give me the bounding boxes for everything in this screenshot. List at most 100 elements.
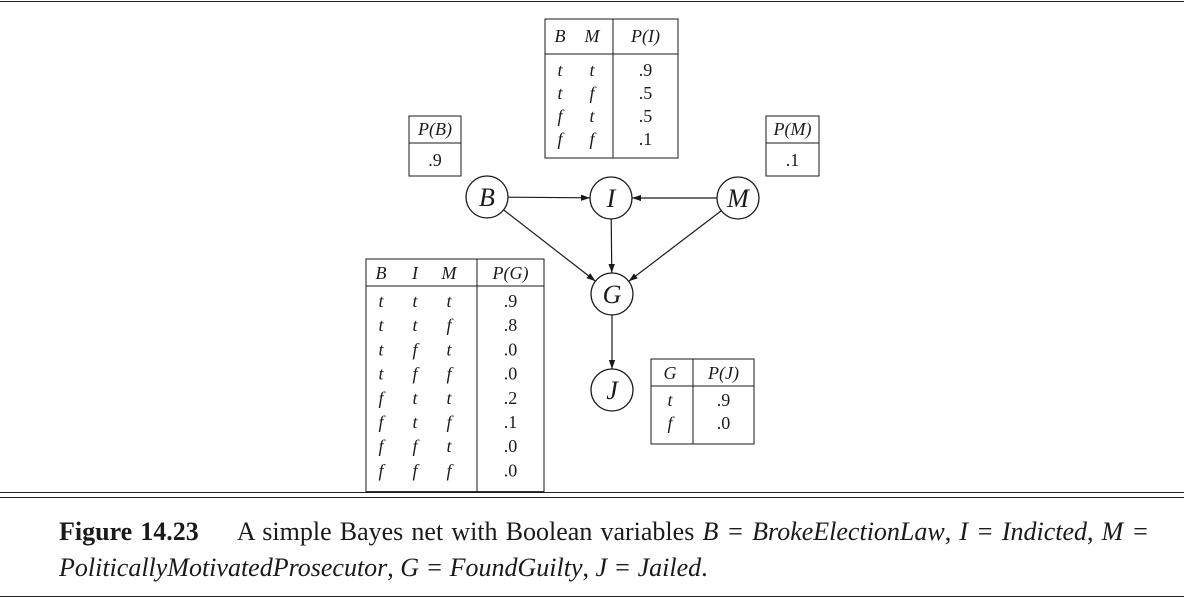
node-i: I <box>589 176 633 220</box>
node-label: G <box>603 280 622 309</box>
cpt-cell-prob: .5 <box>639 83 653 103</box>
node-circle <box>589 176 633 220</box>
cpt-cell-value: t <box>412 412 418 432</box>
cpt-cell-value: t <box>667 390 673 410</box>
bottom-rule <box>0 596 1184 597</box>
cpt-cell-prob: .0 <box>504 339 518 359</box>
edge-b-g <box>503 209 596 282</box>
top-rule <box>0 1 1184 2</box>
cpt-cell-value: f <box>378 460 386 480</box>
cpt-cell-value: t <box>412 388 418 408</box>
cpt-border <box>650 358 755 445</box>
cpt-var-header: I <box>411 263 419 283</box>
cpt-cell-prob: .5 <box>639 106 653 126</box>
cpt-cell-value: f <box>378 388 386 408</box>
cpt-var-header: B <box>376 263 387 283</box>
cpt-cell-value: t <box>589 106 595 126</box>
cpt-cell-value: t <box>557 60 563 80</box>
cpt-cell-value: f <box>412 460 420 480</box>
cpt-cell-value: t <box>378 364 384 384</box>
caption-def-b: B = BrokeElectionLaw <box>702 517 945 546</box>
cpt-cell-prob: .0 <box>504 460 518 480</box>
cpt-cell-value: t <box>446 436 452 456</box>
cpt-cell-prob: .1 <box>639 129 653 149</box>
caption-def-i: I = Indicted <box>959 517 1088 546</box>
node-circle <box>590 368 634 412</box>
cpt-cell-value: f <box>446 412 454 432</box>
caption-sep: , <box>944 517 960 546</box>
node-label: J <box>606 376 619 405</box>
edge-i-g <box>608 218 615 274</box>
cpt-cell-prob: .0 <box>504 364 518 384</box>
caption-def-g: G = FoundGuilty <box>400 553 583 582</box>
cpt-prob-header: P(B) <box>417 119 452 140</box>
node-label: I <box>606 184 617 213</box>
caption-sep: , <box>582 553 596 582</box>
edge-m-g <box>628 210 722 282</box>
cpt-prob-header: P(I) <box>630 26 660 47</box>
cpt-border <box>408 115 462 177</box>
cpt-cell-value: t <box>446 339 452 359</box>
nodes: B I M G J <box>465 175 760 412</box>
cpt-table-m: P(M) .1 <box>765 115 820 177</box>
cpt-cell-value: t <box>589 60 595 80</box>
cpt-cell-value: f <box>446 460 454 480</box>
cpt-prob-header: P(M) <box>773 119 812 140</box>
cpt-cell-value: t <box>378 339 384 359</box>
node-circle <box>590 272 634 316</box>
cpt-var-header: B <box>555 26 566 46</box>
cpt-cell-prob: .2 <box>504 388 518 408</box>
node-circle <box>716 176 760 220</box>
cpt-cell-value: f <box>446 315 454 335</box>
cpt-border <box>765 115 820 177</box>
cpt-cell-value: t <box>412 315 418 335</box>
edge-b-i <box>507 194 591 201</box>
cpt-cell-value: f <box>378 412 386 432</box>
cpt-cell-value: t <box>412 291 418 311</box>
node-circle <box>465 175 509 219</box>
figure-label: Figure 14.23 <box>59 517 199 546</box>
caption-rule-lower <box>0 497 1184 498</box>
node-j: J <box>590 368 634 412</box>
cpt-var-header: M <box>584 26 601 46</box>
cpt-cell-prob: .0 <box>504 436 518 456</box>
cpt-prob-header: P(J) <box>707 363 739 384</box>
cpt-cell-value: f <box>589 83 597 103</box>
cpt-cell-prob: .9 <box>717 390 731 410</box>
node-m: M <box>716 176 760 220</box>
node-label: M <box>726 184 750 213</box>
cpt-cell-value: f <box>412 339 420 359</box>
figure-caption: Figure 14.23 A simple Bayes net with Bool… <box>59 514 1149 586</box>
cpt-cell-value: f <box>589 129 597 149</box>
cpt-cell-value: f <box>446 364 454 384</box>
caption-text: A simple Bayes net with Boolean variable… <box>236 517 703 546</box>
cpt-table-b: P(B) .9 <box>408 115 462 177</box>
cpt-cell-value: t <box>446 291 452 311</box>
cpt-border <box>365 258 545 493</box>
caption-def-m: M = PoliticallyMotivatedProsecutor <box>59 517 1150 582</box>
cpt-var-header: G <box>664 363 677 383</box>
node-g: G <box>590 272 634 316</box>
edges <box>503 194 722 369</box>
cpt-cell-value: t <box>446 388 452 408</box>
cpt-cell-value: f <box>412 364 420 384</box>
cpt-cell-prob: .0 <box>717 413 731 433</box>
cpt-cell-value: f <box>667 413 675 433</box>
cpt-prob-value: .1 <box>786 150 800 170</box>
caption-end: . <box>701 553 708 582</box>
cpt-cell-value: f <box>557 129 565 149</box>
cpt-cell-value: f <box>557 106 565 126</box>
cpt-cell-value: f <box>378 436 386 456</box>
caption-sep: , <box>1087 517 1102 546</box>
cpt-var-header: M <box>441 263 458 283</box>
cpt-cell-prob: .8 <box>504 315 518 335</box>
cpt-border <box>544 18 679 159</box>
cpt-cell-value: t <box>378 315 384 335</box>
caption-rule-upper <box>0 492 1184 493</box>
node-label: B <box>479 183 495 212</box>
cpt-prob-value: .9 <box>428 150 442 170</box>
